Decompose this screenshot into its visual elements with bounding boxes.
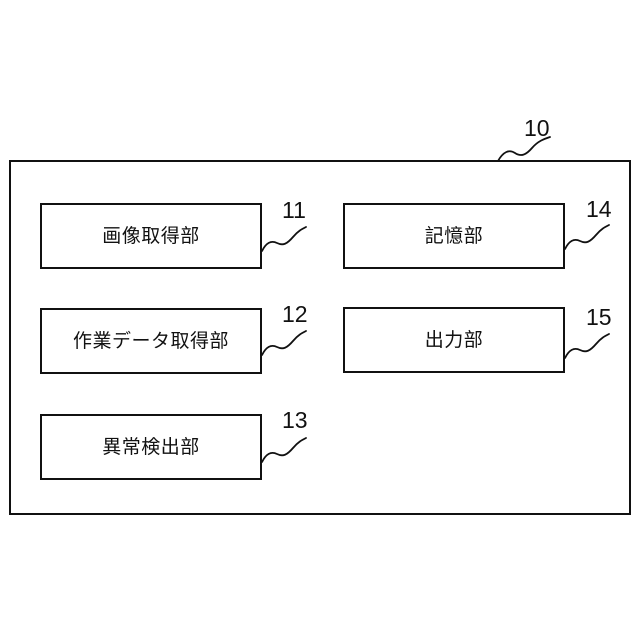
unit-box-storage-unit[interactable]: 記憶部 bbox=[343, 203, 565, 269]
unit-box-image-acquisition-unit[interactable]: 画像取得部 bbox=[40, 203, 262, 269]
reference-numeral-12: 12 bbox=[282, 301, 308, 327]
unit-box-anomaly-detection-unit[interactable]: 異常検出部 bbox=[40, 414, 262, 480]
reference-numeral-14: 14 bbox=[586, 196, 612, 222]
reference-numeral-10: 10 bbox=[524, 115, 550, 141]
reference-numeral-13: 13 bbox=[282, 407, 308, 433]
unit-box-work-data-acquisition-unit[interactable]: 作業データ取得部 bbox=[40, 308, 262, 374]
unit-box-output-unit[interactable]: 出力部 bbox=[343, 307, 565, 373]
reference-numeral-11: 11 bbox=[282, 197, 306, 223]
reference-numeral-15: 15 bbox=[586, 304, 612, 330]
unit-label-image-acquisition-unit: 画像取得部 bbox=[102, 224, 200, 247]
unit-label-output-unit: 出力部 bbox=[424, 328, 484, 351]
unit-label-storage-unit: 記憶部 bbox=[424, 224, 484, 247]
unit-label-anomaly-detection-unit: 異常検出部 bbox=[102, 435, 200, 458]
unit-label-work-data-acquisition-unit: 作業データ取得部 bbox=[72, 329, 229, 352]
